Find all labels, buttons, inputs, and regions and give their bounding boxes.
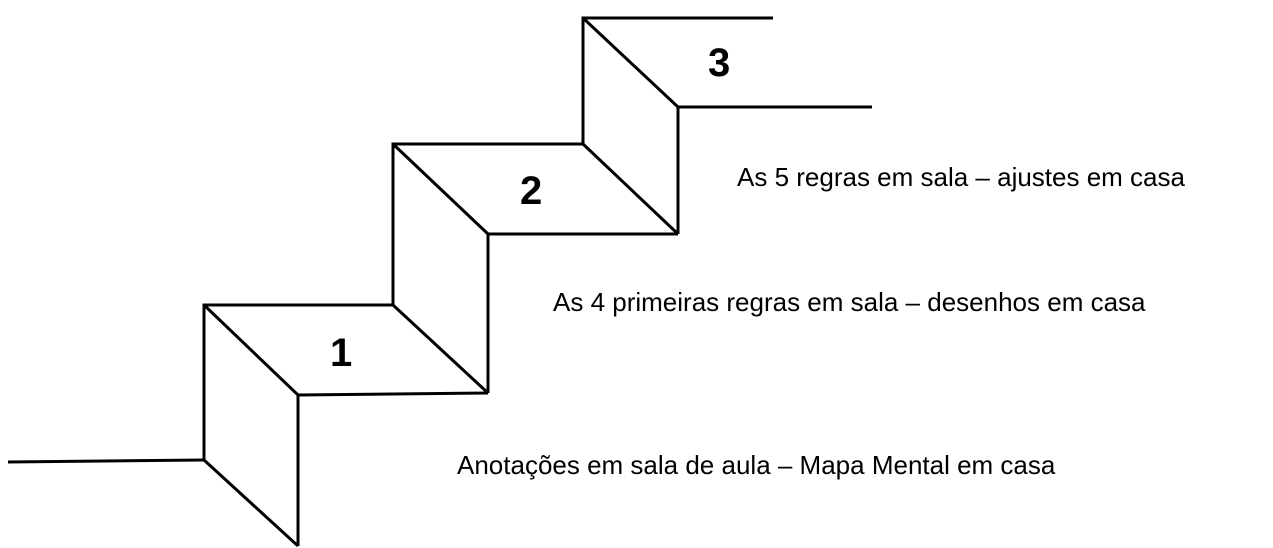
step-2-description: As 4 primeiras regras em sala – desenhos… [553, 287, 1146, 317]
step-1-front-bottom [297, 391, 489, 397]
step-3-description: As 5 regras em sala – ajustes em casa [737, 162, 1185, 192]
step-3-diagonal-a [581, 16, 680, 109]
step-1-number: 1 [330, 331, 352, 375]
step-2-diagonal-b [581, 142, 680, 236]
step-1-description: Anotações em sala de aula – Mapa Mental … [457, 450, 1056, 480]
step-1-diagonal-b [202, 458, 300, 548]
step-2-diagonal-a [391, 142, 490, 236]
step-3-number: 3 [708, 41, 730, 85]
step-1: 1 [202, 303, 490, 548]
step-3: 3 [581, 16, 872, 234]
step-1-diagonal-c [391, 303, 490, 395]
step-1-diagonal-a [202, 303, 300, 397]
step-2-number: 2 [520, 169, 542, 213]
floor-line [7, 458, 205, 464]
step-2: 2 [391, 142, 680, 393]
